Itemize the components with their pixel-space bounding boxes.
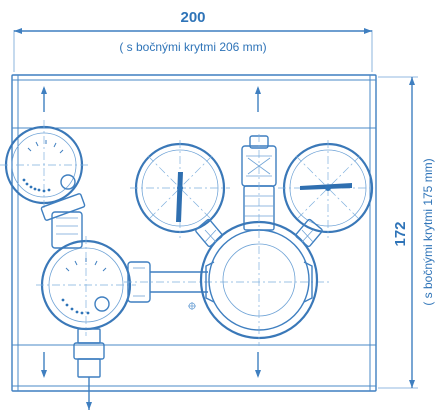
left-regulator (0, 120, 136, 410)
left-lower-gauge-scale-dots (61, 298, 90, 315)
left-lower-gauge (36, 236, 136, 336)
left-upper-gauge (0, 120, 90, 210)
connecting-pipe (124, 261, 330, 303)
height-value: 172 (392, 221, 409, 246)
main-regulator (130, 134, 374, 346)
width-note: ( s bočnými krytmi 206 mm) (119, 40, 266, 54)
panel-frame (11, 74, 377, 392)
width-dimension: 200 ( s bočnými krytmi 206 mm) (13, 9, 373, 72)
height-dimension: 172 ( s bočnými krytmi 175 mm) (378, 76, 435, 389)
left-upper-gauge-scale-dots (22, 178, 51, 193)
height-note: ( s bočnými krytmi 175 mm) (421, 158, 435, 305)
low-pressure-gauge (278, 140, 374, 248)
high-pressure-gauge (130, 140, 230, 248)
width-value: 200 (180, 9, 205, 26)
